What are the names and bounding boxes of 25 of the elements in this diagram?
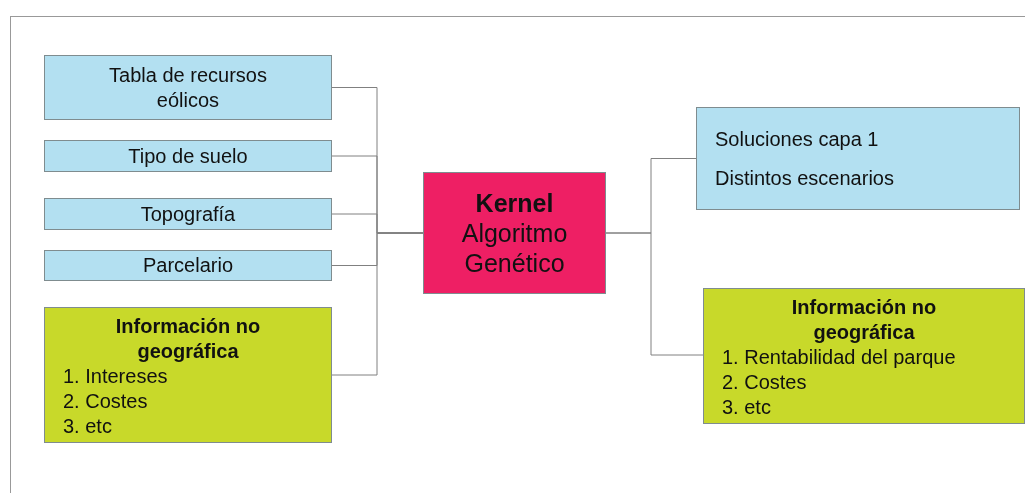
box-label: Parcelario — [141, 253, 234, 278]
box-label: Distintos escenarios — [714, 165, 895, 191]
info-box — [703, 288, 1025, 424]
input-box — [44, 250, 332, 281]
list-item: 1. Rentabilidad del parque — [721, 345, 957, 370]
box-title: Información no geográfica — [114, 314, 262, 364]
list-item: 1. Intereses — [62, 364, 169, 389]
output-box — [696, 107, 1020, 210]
box-label: Tipo de suelo — [127, 143, 249, 169]
box-label: Algoritmo Genético — [460, 218, 569, 278]
input-box — [44, 198, 332, 230]
input-box — [44, 55, 332, 120]
box-label: Topografía — [139, 201, 237, 227]
list-item: 2. Costes — [62, 389, 149, 414]
list-item: 2. Costes — [721, 370, 808, 395]
input-box — [44, 140, 332, 172]
list-item: 3. etc — [62, 414, 113, 439]
box-label: Soluciones capa 1 — [714, 126, 880, 152]
box-title: Información no geográfica — [790, 295, 938, 345]
connector-line — [605, 232, 704, 356]
list-item: 3. etc — [721, 395, 772, 420]
box-label: Tabla de recursos eólicos — [108, 62, 268, 113]
kernel-box — [423, 172, 606, 294]
box-title: Kernel — [474, 188, 555, 218]
info-box — [44, 307, 332, 443]
